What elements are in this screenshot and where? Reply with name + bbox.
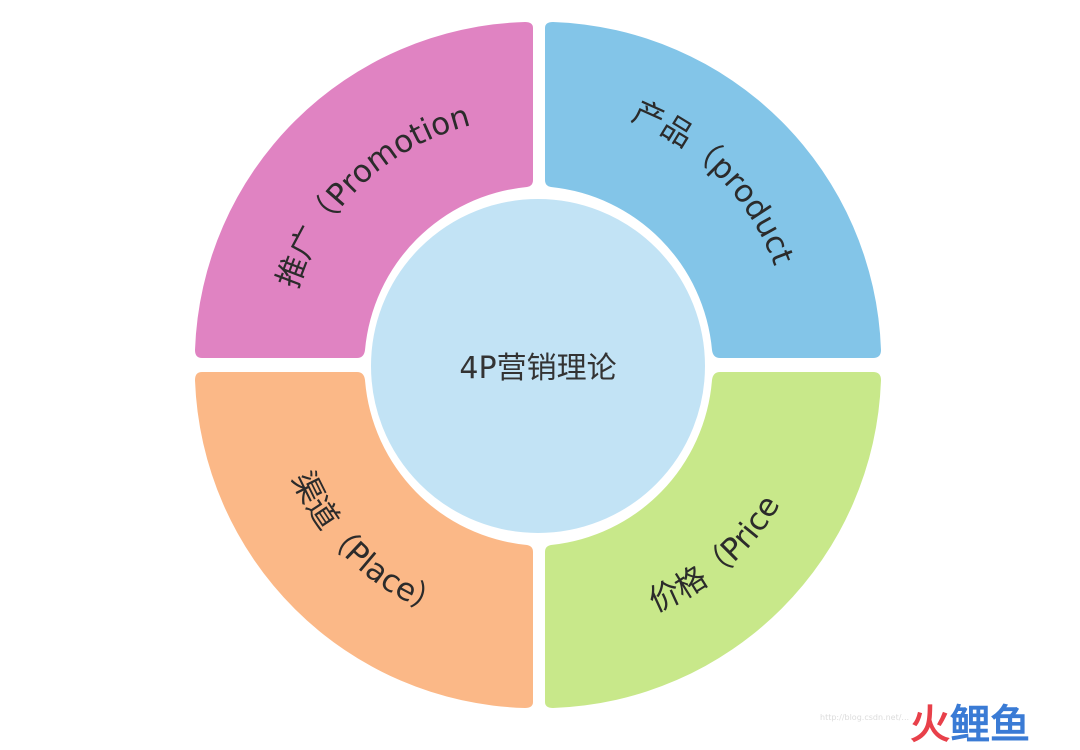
center-label: 4P营销理论: [459, 351, 616, 386]
watermark-logo: 火鲤鱼: [910, 702, 1030, 748]
place-segment: [195, 372, 533, 708]
watermark-char-li: 鲤: [950, 702, 990, 748]
price-segment: [545, 372, 881, 708]
center-circle: [365, 193, 711, 539]
product-segment: [545, 22, 881, 358]
watermark: http://blog.csdn.net/... 火鲤鱼: [820, 702, 1030, 748]
watermark-small-text: http://blog.csdn.net/...: [820, 713, 909, 722]
watermark-char-yu: 鱼: [990, 702, 1030, 748]
watermark-char-huo: 火: [910, 702, 950, 748]
promotion-segment: [195, 22, 533, 358]
